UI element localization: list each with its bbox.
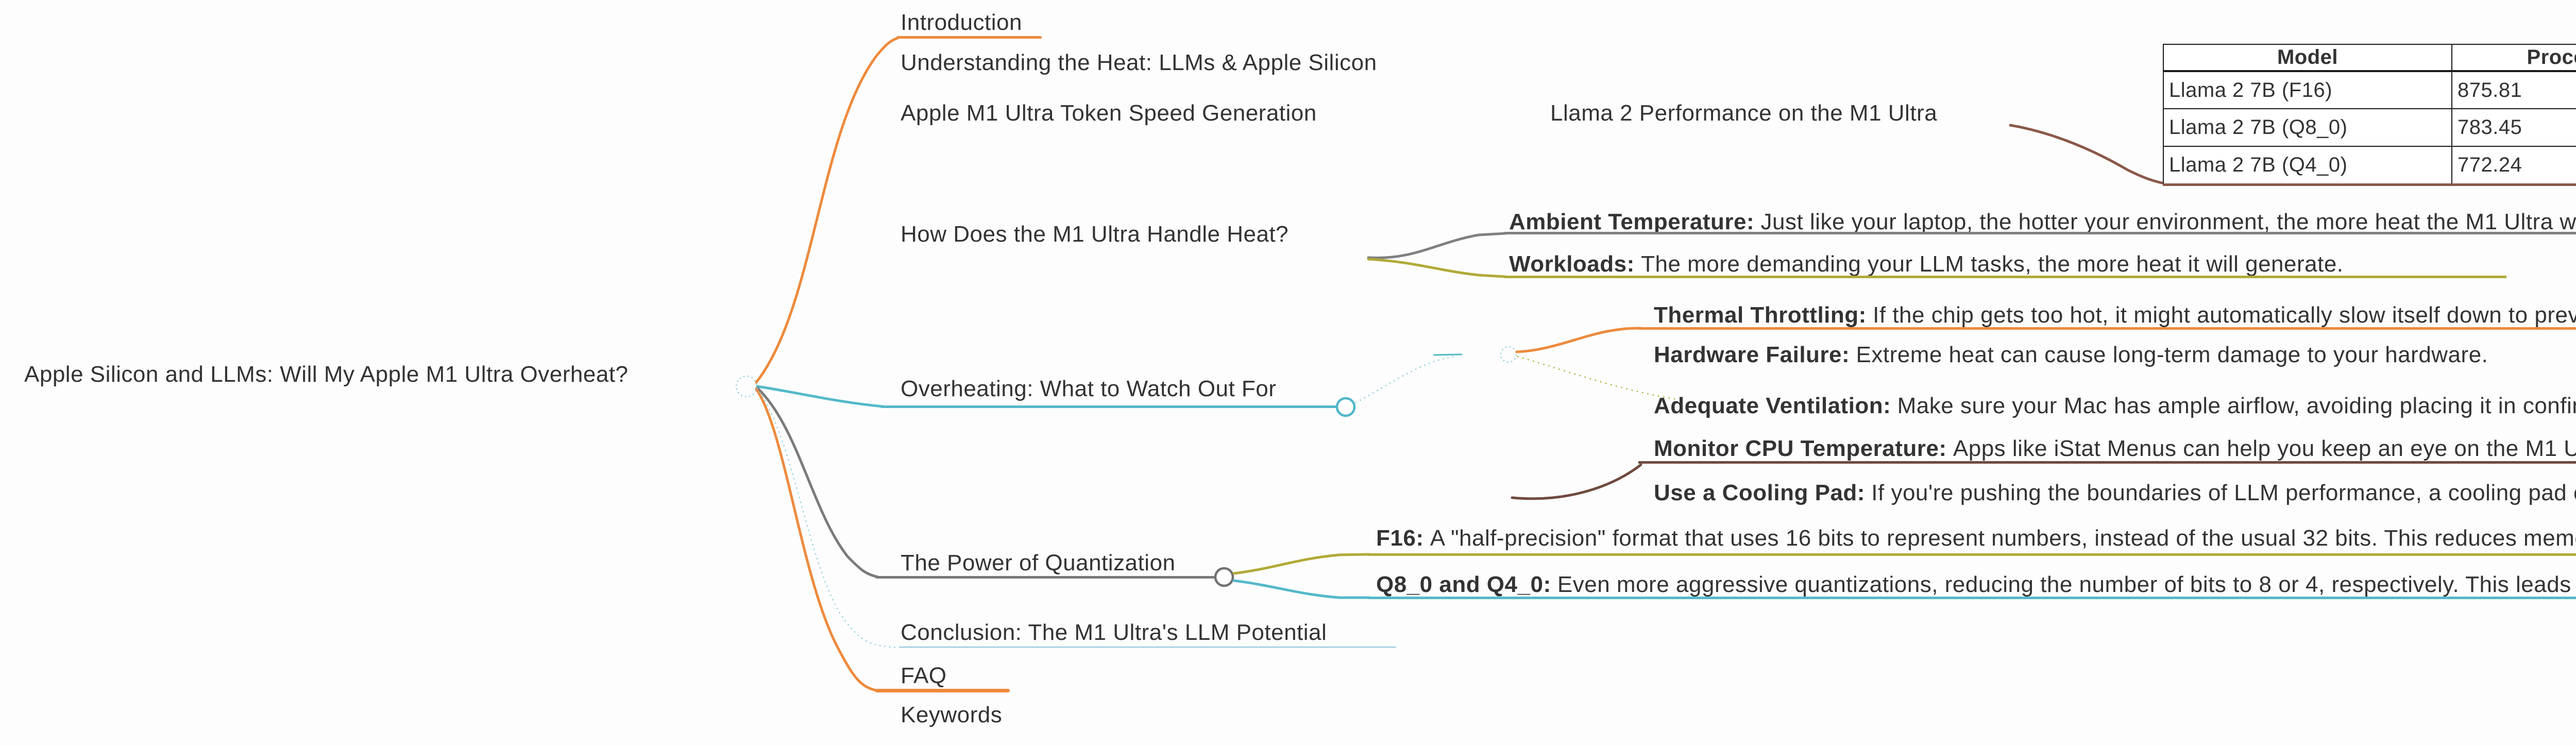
edge-root-faq (755, 387, 877, 692)
overheating-children-hub-circle[interactable] (1500, 346, 1517, 363)
edge-how-ambient (1367, 232, 1507, 259)
edge-root-introduction (755, 37, 899, 384)
node-use-cooling-pad[interactable]: Use a Cooling Pad:If you're pushing the … (1654, 480, 2576, 506)
root-hub-circle[interactable] (735, 375, 758, 398)
node-understanding-heat[interactable]: Understanding the Heat: LLMs & Apple Sil… (901, 50, 1377, 75)
underline-thermal (1638, 327, 2576, 330)
table-row: Llama 2 7B (F16) 875.81 33.92 (2163, 71, 2576, 109)
thermal-lead: Thermal Throttling: (1654, 302, 1867, 328)
f16-text: A "half-precision" format that uses 16 b… (1430, 525, 2576, 551)
table-header-row: Model Processing (Tokens/Second) Generat… (2163, 44, 2576, 72)
cell-model: Llama 2 7B (Q4_0) (2163, 146, 2452, 184)
table-row: Llama 2 7B (Q4_0) 772.24 74.93 (2163, 146, 2576, 184)
cell-processing: 783.45 (2451, 108, 2576, 147)
underline-introduction (896, 36, 1042, 39)
underline-conclusion (899, 647, 1396, 648)
edge-overheating-hub-dotted (1355, 355, 1458, 404)
node-overheating[interactable]: Overheating: What to Watch Out For (901, 376, 1277, 401)
underline-ambient (1504, 232, 2576, 234)
node-introduction[interactable]: Introduction (901, 10, 1022, 35)
ambient-lead: Ambient Temperature: (1509, 209, 1755, 234)
ambient-text: Just like your laptop, the hotter your e… (1760, 209, 2576, 234)
underline-workloads (1504, 276, 2506, 278)
underline-faq (875, 689, 1010, 692)
ventilation-lead: Adequate Ventilation: (1654, 393, 1891, 418)
thermal-text: If the chip gets too hot, it might autom… (1873, 302, 2576, 328)
node-workloads[interactable]: Workloads:The more demanding your LLM ta… (1509, 251, 2344, 277)
underline-monitor (1638, 461, 2576, 464)
underline-f16 (1368, 553, 2576, 556)
node-conclusion[interactable]: Conclusion: The M1 Ultra's LLM Potential (901, 620, 1327, 645)
node-f16[interactable]: F16:A "half-precision" format that uses … (1376, 525, 2576, 551)
edge-root-conclusion (756, 387, 899, 649)
edge-how-workloads (1367, 258, 1507, 278)
node-power-of-quantization[interactable]: The Power of Quantization (901, 550, 1176, 575)
f16-lead: F16: (1376, 525, 1424, 551)
edge-root-overheating (756, 385, 885, 408)
edge-overheating-hub-tick (1433, 353, 1463, 356)
node-adequate-ventilation[interactable]: Adequate Ventilation:Make sure your Mac … (1654, 393, 2576, 419)
underline-overheating (881, 405, 1336, 408)
ventilation-text: Make sure your Mac has ample airflow, av… (1897, 393, 2576, 418)
node-ambient-temperature[interactable]: Ambient Temperature:Just like your lapto… (1509, 209, 2576, 235)
edge-power-f16 (1232, 553, 1371, 575)
node-thermal-throttling[interactable]: Thermal Throttling:If the chip gets too … (1654, 302, 2576, 328)
edge-hub-ventilation-dotted (1517, 355, 1677, 400)
cell-processing: 772.24 (2451, 146, 2576, 184)
overheating-collapse-circle[interactable] (1335, 397, 1356, 417)
root-node[interactable]: Apple Silicon and LLMs: Will My Apple M1… (24, 362, 629, 387)
node-token-speed[interactable]: Apple M1 Ultra Token Speed Generation (901, 100, 1317, 126)
underline-q8q4 (1368, 597, 2576, 599)
node-faq[interactable]: FAQ (901, 663, 947, 688)
edge-hub-thermal (1515, 327, 1642, 353)
monitor-text: Apps like iStat Menus can help you keep … (1953, 436, 2576, 461)
table-row: Llama 2 7B (Q8_0) 783.45 55.69 (2163, 108, 2576, 147)
workloads-lead: Workloads: (1509, 251, 1635, 277)
cooling-text: If you're pushing the boundaries of LLM … (1871, 480, 2576, 505)
table-header-processing: Processing (Tokens/Second) (2451, 44, 2576, 72)
cell-model: Llama 2 7B (Q8_0) (2163, 108, 2452, 147)
cell-model: Llama 2 7B (F16) (2163, 71, 2452, 109)
edge-power-q8q4 (1232, 579, 1371, 599)
edge-llamaperf-table (2009, 124, 2168, 185)
hardware-text: Extreme heat can cause long-term damage … (1856, 342, 2488, 367)
llama-performance-table: Model Processing (Tokens/Second) Generat… (2163, 44, 2576, 184)
hardware-lead: Hardware Failure: (1654, 342, 1850, 367)
cooling-lead: Use a Cooling Pad: (1654, 480, 1865, 505)
workloads-text: The more demanding your LLM tasks, the m… (1641, 251, 2344, 277)
node-llama-performance[interactable]: Llama 2 Performance on the M1 Ultra (1550, 100, 1938, 126)
node-q8-q4[interactable]: Q8_0 and Q4_0:Even more aggressive quant… (1376, 572, 2576, 598)
edge-root-power-quant (756, 386, 879, 579)
node-how-handle-heat[interactable]: How Does the M1 Ultra Handle Heat? (901, 222, 1289, 247)
cell-processing: 875.81 (2451, 71, 2576, 109)
q8q4-text: Even more aggressive quantizations, redu… (1557, 572, 2576, 597)
edge-hub-monitor (1511, 463, 1642, 500)
table-header-model: Model (2163, 44, 2452, 72)
q8q4-lead: Q8_0 and Q4_0: (1376, 572, 1551, 597)
power-quant-collapse-circle[interactable] (1214, 567, 1234, 587)
node-monitor-cpu-temperature[interactable]: Monitor CPU Temperature:Apps like iStat … (1654, 436, 2576, 462)
monitor-lead: Monitor CPU Temperature: (1654, 436, 1947, 461)
node-keywords[interactable]: Keywords (901, 702, 1003, 727)
underline-power-of-quantization (876, 576, 1215, 579)
underline-table (2163, 183, 2576, 186)
node-hardware-failure[interactable]: Hardware Failure:Extreme heat can cause … (1654, 342, 2488, 368)
